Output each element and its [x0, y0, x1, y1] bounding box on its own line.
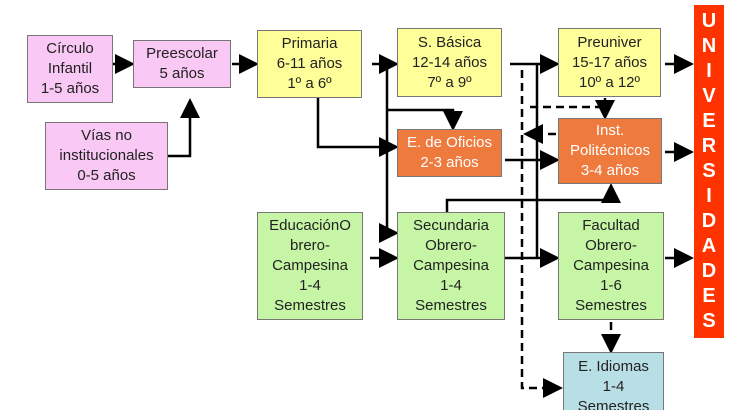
label: Infantil	[47, 60, 93, 77]
label: S. Básica	[417, 33, 482, 51]
label: Círculo	[46, 40, 94, 57]
label: Inst.	[595, 122, 625, 139]
letter: E	[702, 110, 716, 132]
label: Campesina	[573, 257, 649, 274]
label: 0-5 años	[77, 167, 136, 184]
label: Politécnicos	[569, 142, 651, 159]
letter: D	[701, 260, 717, 282]
label: institucionales	[59, 147, 154, 164]
label: 1-4	[602, 378, 625, 395]
label: Preuniver	[577, 33, 642, 51]
letter: D	[701, 210, 717, 232]
label: EducaciónO	[269, 217, 351, 234]
label: 1-5 años	[40, 80, 100, 97]
label: 2-3 años	[420, 154, 479, 171]
letter: E	[702, 285, 716, 307]
letter: N	[701, 35, 717, 57]
preescolar-box: Preescolar 5 años	[133, 40, 231, 88]
label: Primaria	[281, 35, 338, 52]
label: 15-17 años	[571, 53, 648, 71]
label: Obrero-	[585, 237, 637, 254]
preuniversitario-box: Preuniver 15-17 años 10º a 12º	[558, 28, 661, 97]
label: Vías no	[81, 127, 132, 144]
label: 7º a 9º	[427, 73, 472, 91]
letter: R	[701, 135, 717, 157]
label: 1-4	[440, 277, 462, 294]
label: 1-6	[600, 277, 622, 294]
universidades-bar: U N I V E R S I D A D E S	[694, 5, 724, 338]
label: E. de Oficios	[406, 134, 493, 151]
label: E. Idiomas	[578, 358, 649, 375]
label: Campesina	[413, 257, 489, 274]
label: Campesina	[272, 257, 348, 274]
label: Preescolar	[146, 45, 218, 62]
label: Secundaria	[413, 217, 489, 234]
letter: I	[706, 60, 712, 82]
letter: S	[702, 160, 716, 182]
label: 12-14 años	[411, 53, 488, 71]
letter: V	[702, 85, 716, 107]
label: 5 años	[159, 65, 205, 82]
label: 10º a 12º	[578, 73, 640, 91]
label: 1º a 6º	[287, 75, 332, 92]
label: Semestres	[575, 297, 647, 314]
label: Semestres	[274, 297, 346, 314]
escuela-oficios-box: E. de Oficios 2-3 años	[397, 129, 502, 177]
label: brero-	[289, 237, 330, 254]
label: Semestres	[577, 398, 650, 410]
primaria-box: Primaria 6-11 años 1º a 6º	[257, 30, 362, 98]
vias-no-institucionales-box: Vías no institucionales 0-5 años	[45, 122, 168, 190]
label: Semestres	[415, 297, 487, 314]
label: 1-4	[299, 277, 321, 294]
secundaria-basica-box: S. Básica 12-14 años 7º a 9º	[397, 28, 502, 97]
label: 3-4 años	[580, 162, 640, 179]
letter: U	[701, 10, 717, 32]
label: 6-11 años	[276, 55, 343, 72]
letter: A	[701, 235, 717, 257]
letter: S	[702, 310, 716, 332]
letter: I	[706, 185, 712, 207]
institutos-politecnicos-box: Inst. Politécnicos 3-4 años	[558, 118, 662, 184]
label: Facultad	[582, 217, 640, 234]
label: Obrero-	[425, 237, 477, 254]
